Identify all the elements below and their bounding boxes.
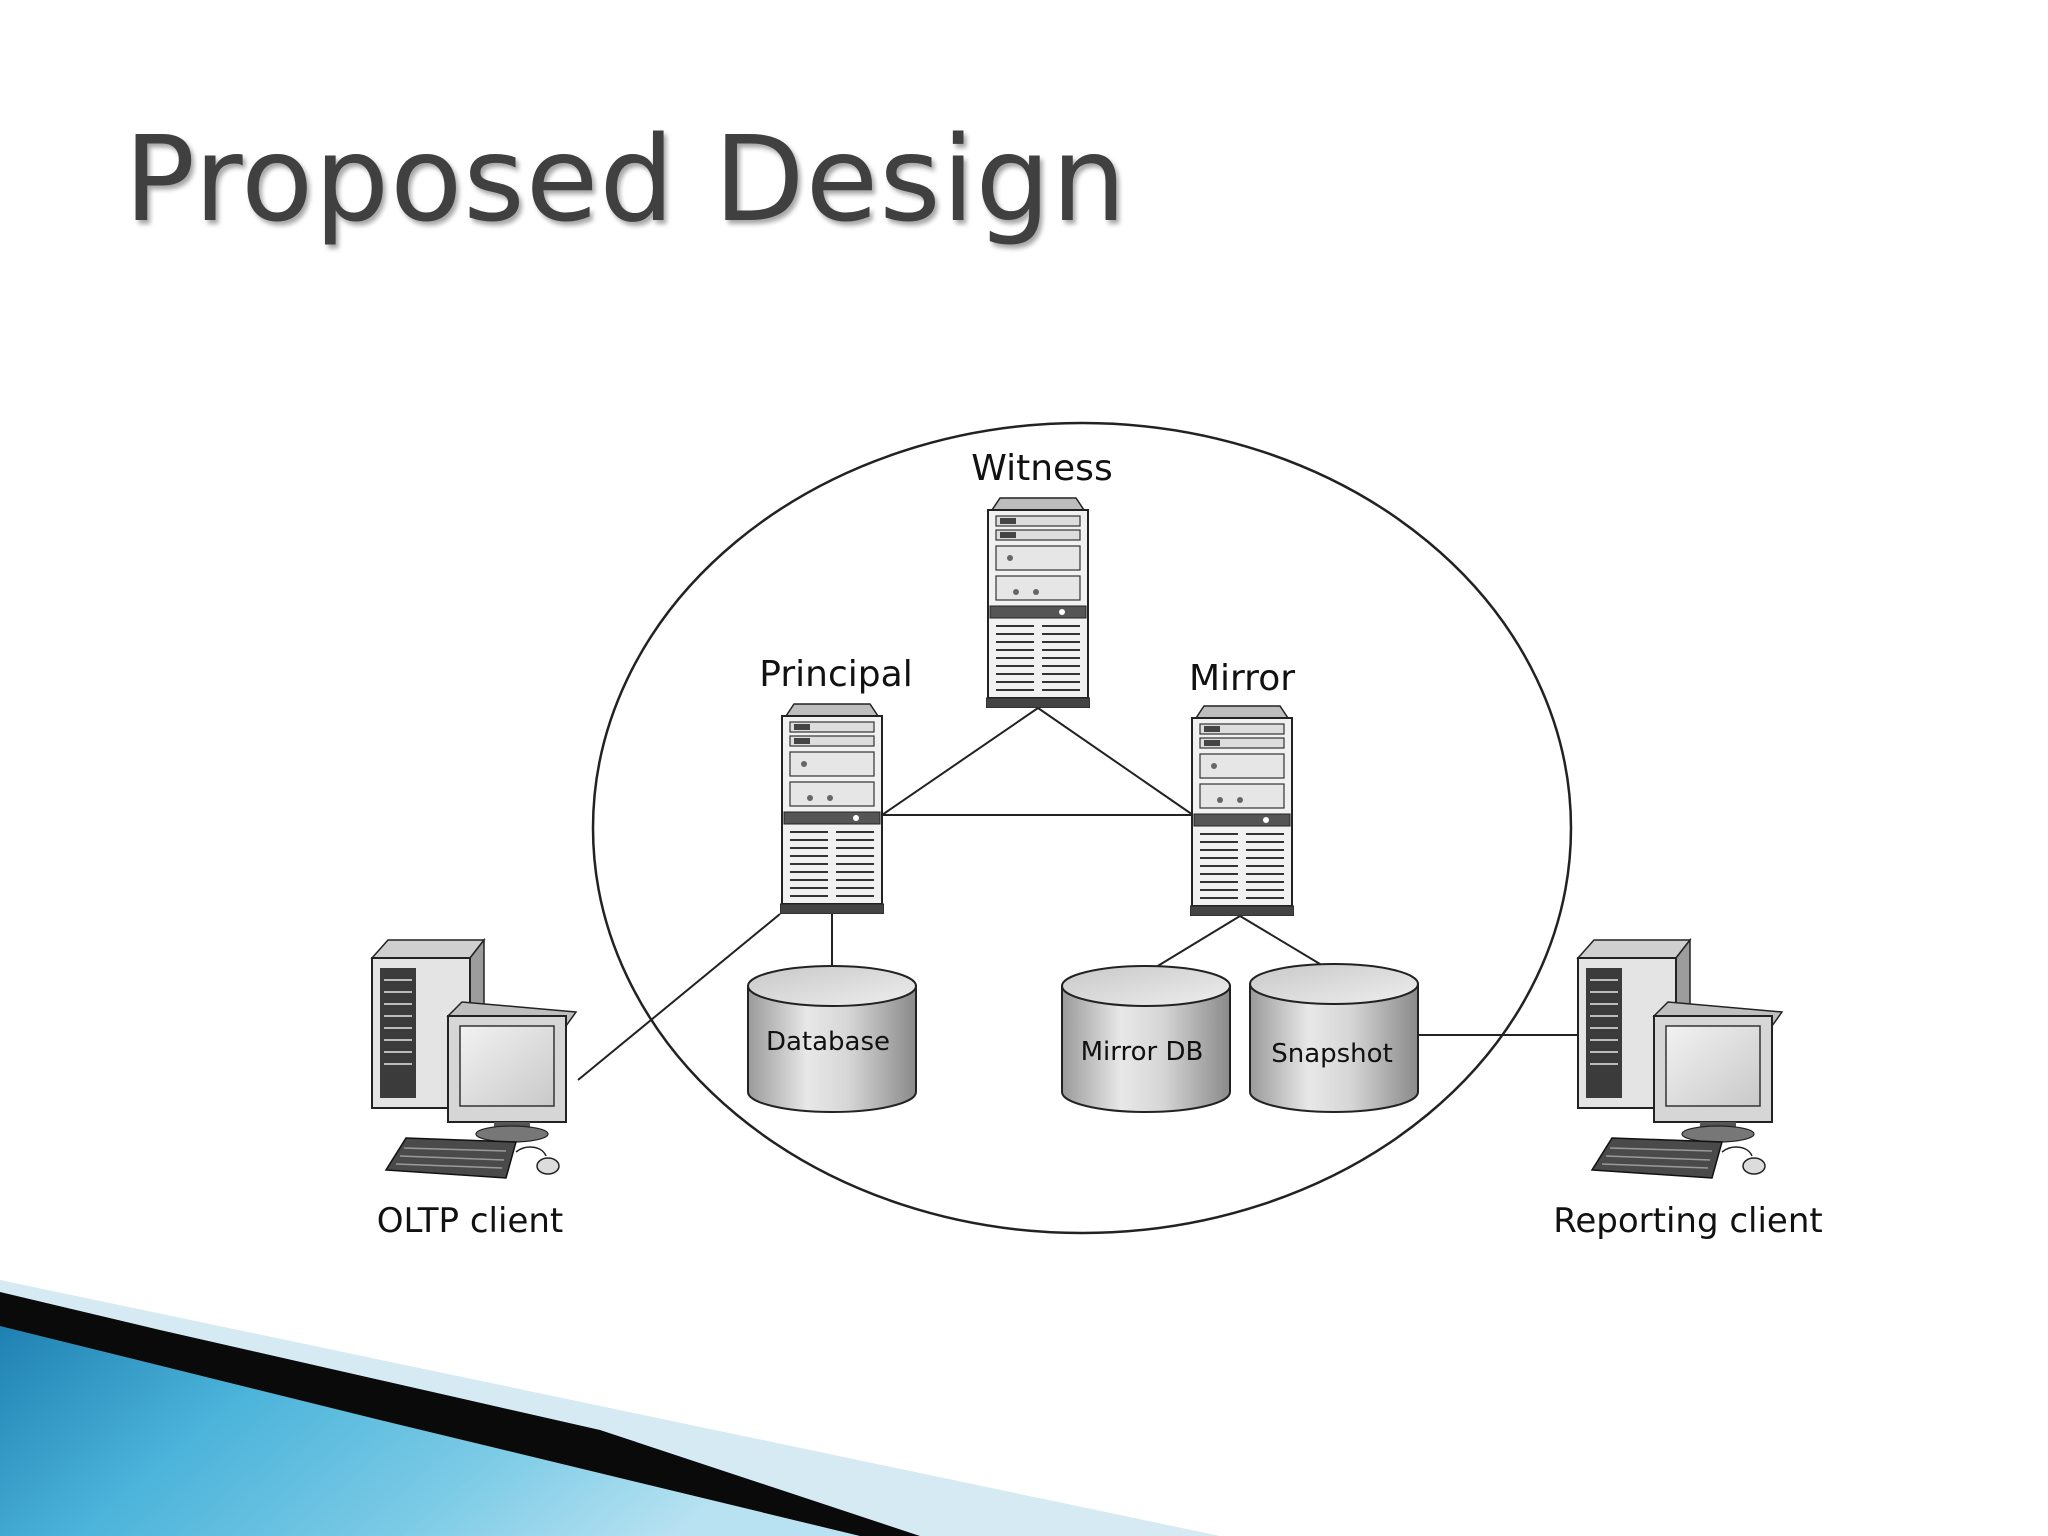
database-label: Database <box>766 1027 890 1057</box>
database-cylinder-icon <box>747 965 917 1113</box>
witness-label: Witness <box>971 448 1112 489</box>
desktop-computer-icon <box>371 939 577 1179</box>
server-tower-icon <box>780 703 884 914</box>
database-cylinder: Database <box>747 965 917 1113</box>
link-witness-mirror <box>1037 707 1194 816</box>
desktop-computer-icon <box>1577 939 1783 1179</box>
database-cylinder-icon <box>1061 965 1231 1113</box>
principal-server: Principal <box>759 654 913 914</box>
mirror-server: Mirror <box>1189 658 1295 916</box>
oltp-client: OLTP client <box>371 939 577 1241</box>
oltp-client-label: OLTP client <box>377 1201 564 1241</box>
server-tower-icon <box>986 497 1090 708</box>
snapshot-label: Snapshot <box>1271 1039 1393 1069</box>
reporting-client: Reporting client <box>1553 939 1823 1241</box>
snapshot-cylinder: Snapshot <box>1249 963 1419 1113</box>
server-tower-icon <box>1190 705 1294 916</box>
reporting-client-label: Reporting client <box>1553 1201 1822 1241</box>
slide-title: Proposed Design <box>124 110 1128 248</box>
mirroring-boundary <box>591 421 1573 1235</box>
witness-server: Witness <box>971 448 1113 708</box>
mirror-label: Mirror <box>1189 658 1295 699</box>
principal-label: Principal <box>759 654 912 695</box>
mirror-db-label: Mirror DB <box>1081 1037 1204 1067</box>
database-cylinder-icon <box>1249 963 1419 1113</box>
link-witness-principal <box>881 707 1039 816</box>
mirror-db-cylinder: Mirror DB <box>1061 965 1231 1113</box>
link-principal-oltp-client <box>577 913 781 1081</box>
